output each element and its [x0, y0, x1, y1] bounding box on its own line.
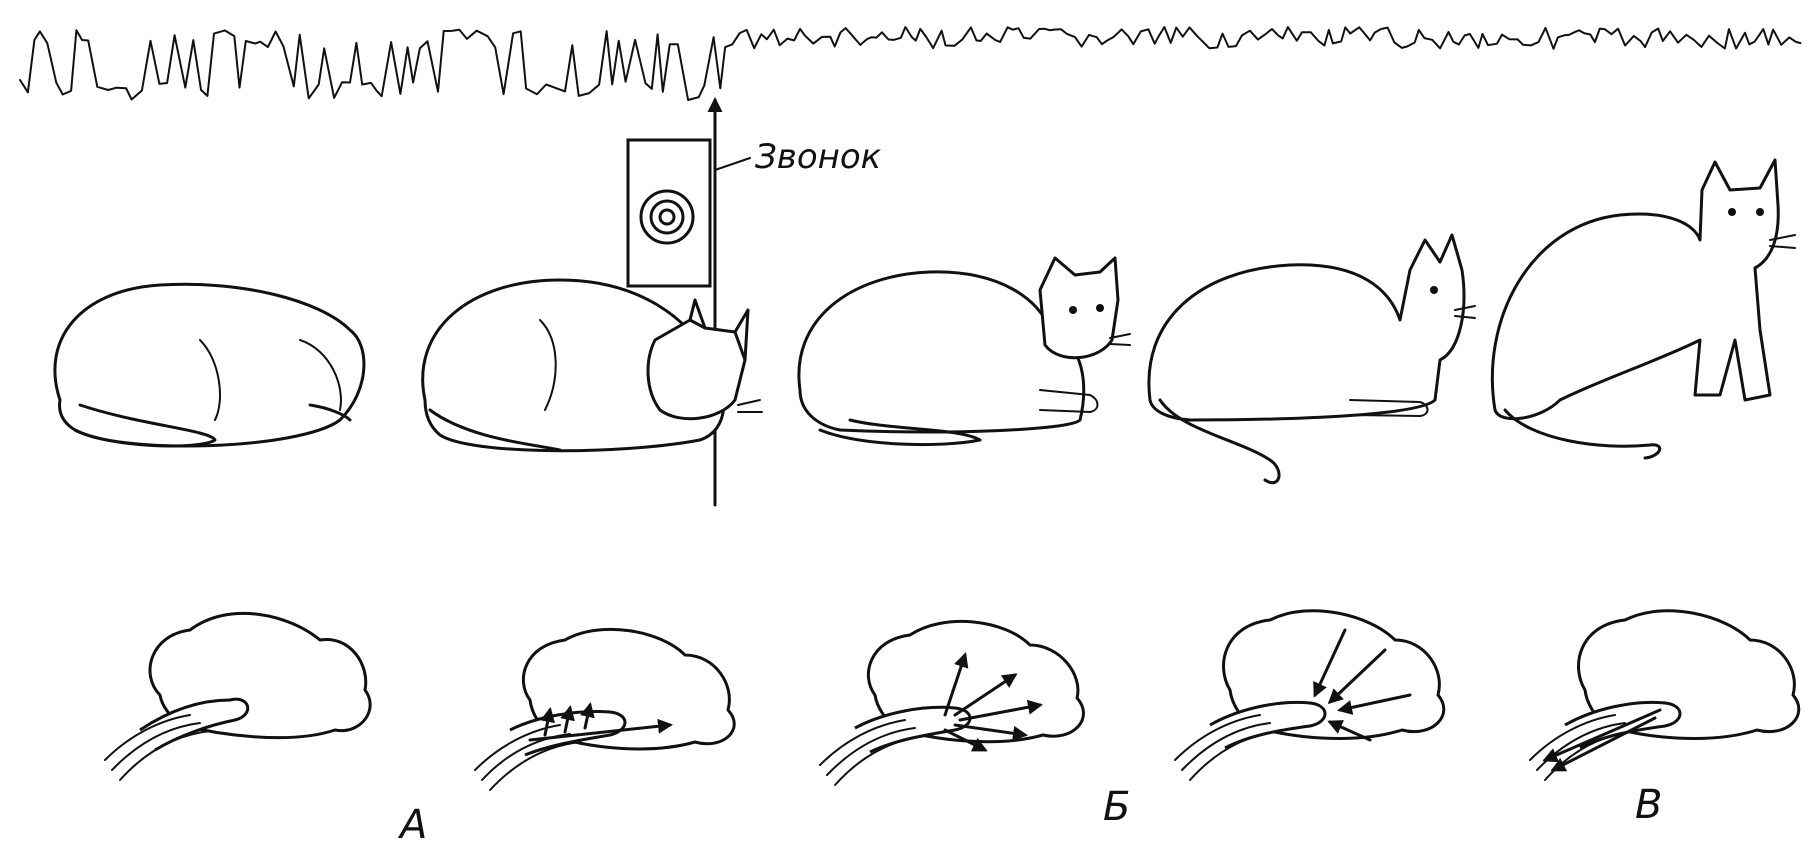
brain-3 — [820, 621, 1084, 785]
phase-label-b: Б — [1103, 784, 1130, 830]
phase-label-v: В — [1635, 782, 1662, 828]
cat-awakening — [799, 258, 1130, 445]
brain-2 — [475, 629, 734, 790]
brain-5 — [1530, 611, 1799, 780]
brain-4 — [1175, 611, 1444, 780]
bell-label: Звонок — [755, 137, 882, 177]
cat-drowsy — [423, 280, 762, 451]
phase-label-a: А — [397, 802, 427, 842]
cat-orienting — [1149, 235, 1475, 483]
cat-alert — [1492, 160, 1795, 458]
cat-sleeping — [55, 284, 364, 446]
eeg-trace — [20, 27, 1800, 100]
brain-1 — [105, 613, 370, 780]
